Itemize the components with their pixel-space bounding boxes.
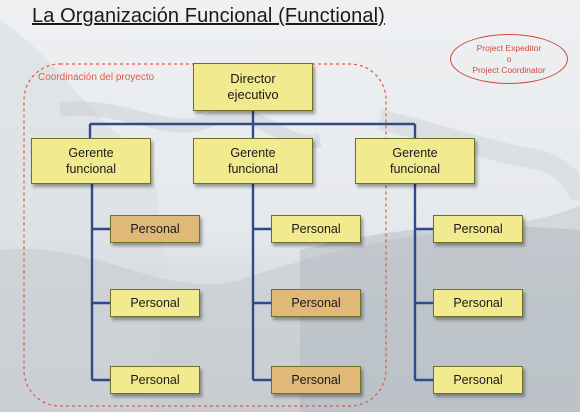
staff-box: Personal [271,215,361,243]
staff-box: Personal [110,366,200,394]
staff-box: Personal [110,215,200,243]
manager-1-line-1: Gerente [68,146,114,160]
note-line-3: Project Coordinator [472,64,546,75]
manager-3-line-1: Gerente [392,146,438,160]
staff-box: Personal [433,366,523,394]
staff-box: Personal [271,289,361,317]
director-line-2: ejecutivo [227,87,279,102]
director-line-1: Director [230,71,276,86]
director-box: Director ejecutivo [193,63,313,111]
staff-box: Personal [110,289,200,317]
staff-box: Personal [433,289,523,317]
manager-box-2: Gerente funcional [193,138,313,184]
manager-2-line-2: funcional [227,162,279,176]
manager-2-line-1: Gerente [230,146,276,160]
page-title: La Organización Funcional (Functional) [32,5,385,27]
note-line-1: Project Expeditor [476,42,542,53]
manager-box-1: Gerente funcional [31,138,151,184]
staff-box: Personal [271,366,361,394]
project-coordinator-note: Project Expeditor o Project Coordinator [450,34,568,84]
manager-1-line-2: funcional [65,162,117,176]
manager-box-3: Gerente funcional [355,138,475,184]
staff-box: Personal [433,215,523,243]
note-line-2: o [506,53,512,64]
manager-3-line-2: funcional [389,162,441,176]
coordination-label: Coordinación del proyecto [38,72,155,83]
